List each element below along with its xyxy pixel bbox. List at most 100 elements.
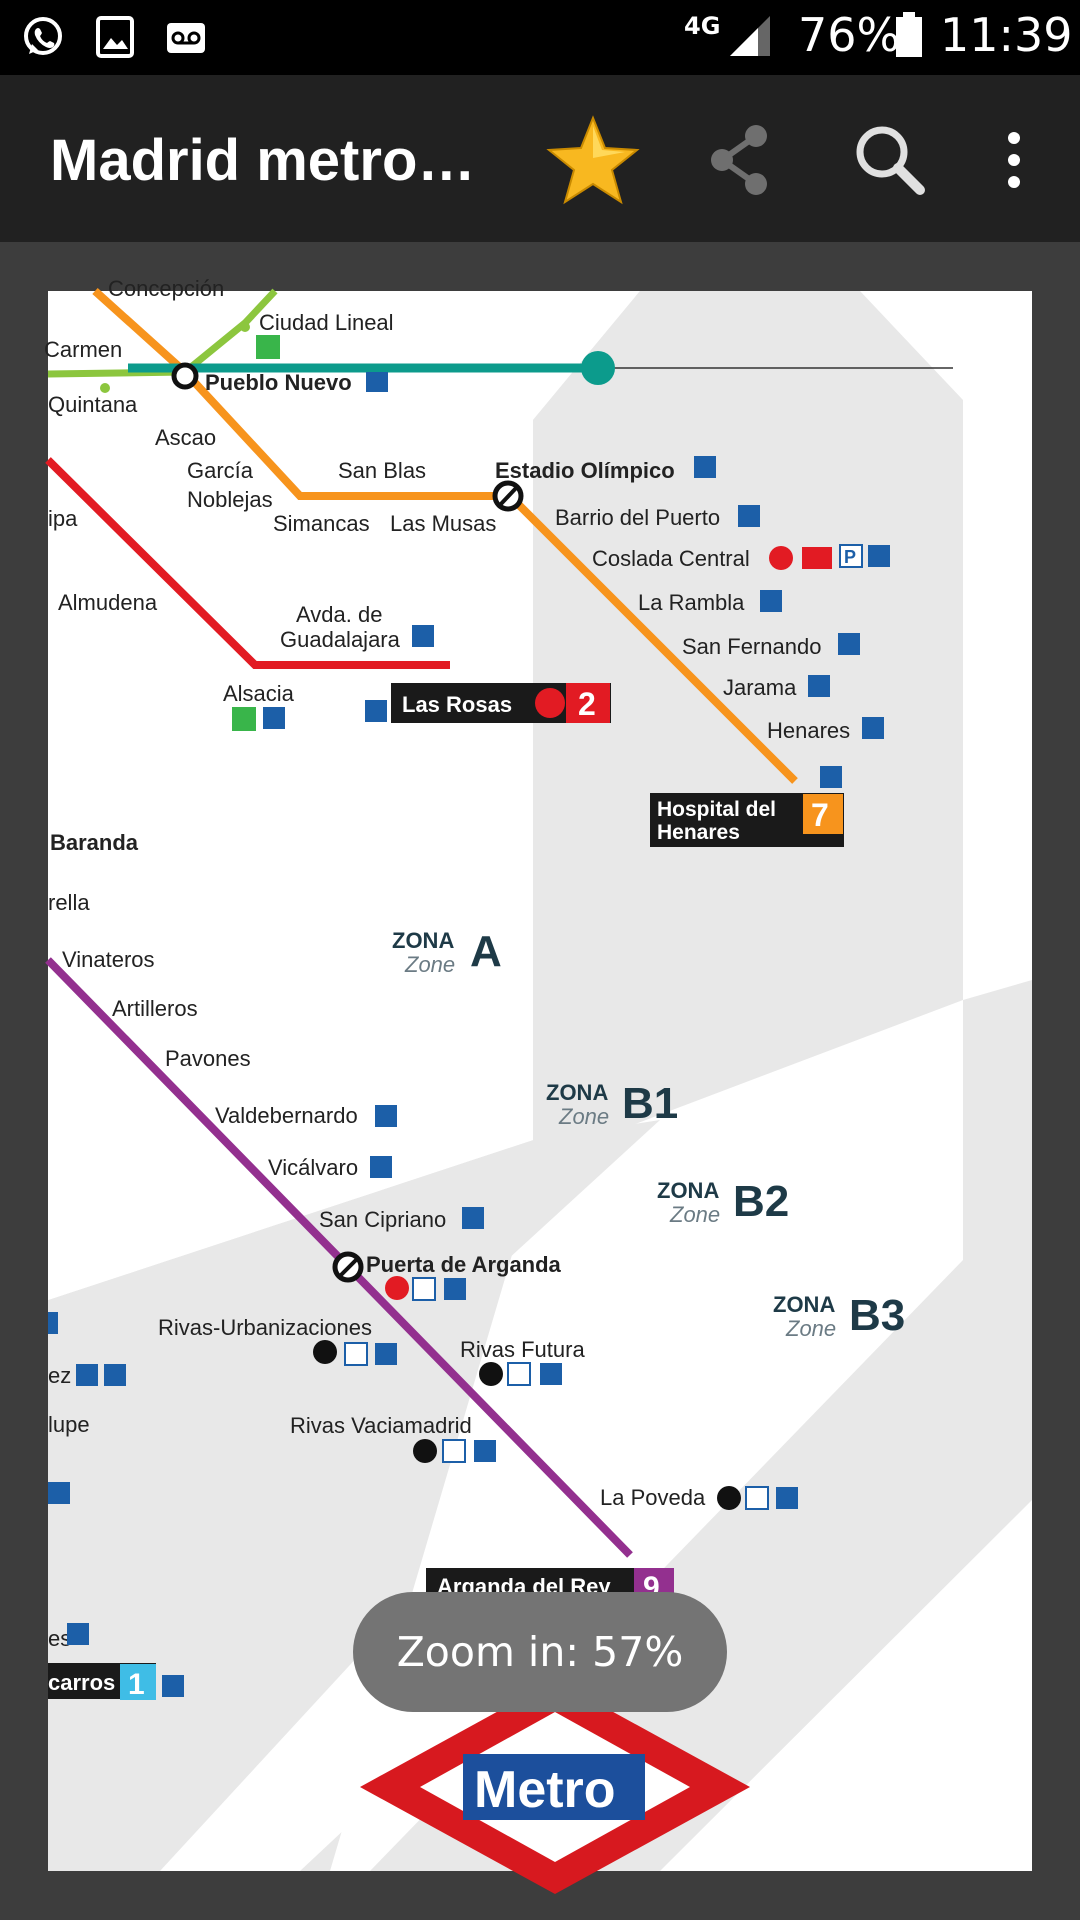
bus-icon [256, 335, 280, 359]
station-san-blas: San Blas [338, 458, 426, 483]
overflow-menu-icon [1008, 132, 1020, 188]
accessible-icon [162, 1675, 184, 1697]
zoom-toast-text: Zoom in: 57% [396, 1628, 684, 1676]
station-concepcion: Concepción [108, 276, 224, 301]
teal-line-handle[interactable] [581, 351, 615, 385]
line2-badge [566, 683, 610, 723]
station-valdebernardo: Valdebernardo [215, 1103, 358, 1128]
station-coslada-central: Coslada Central [592, 546, 750, 571]
voicemail-icon [166, 22, 206, 59]
accessible-icon [366, 372, 388, 392]
orange-line-7 [92, 288, 798, 784]
station-ciudad-lineal: Ciudad Lineal [259, 310, 394, 335]
favorite-button[interactable] [538, 105, 648, 215]
station-ez: ez [48, 1363, 71, 1388]
station-san-fernando: San Fernando [682, 634, 821, 659]
zone-b2-letter: B2 [733, 1177, 789, 1226]
station-rivas-vaciamadrid: Rivas Vaciamadrid [290, 1413, 472, 1438]
accessible-icon [694, 456, 716, 478]
accessible-icon [67, 1623, 89, 1645]
accessible-icon [412, 625, 434, 647]
station-dot [240, 322, 250, 332]
interchange-slash [498, 485, 519, 507]
station-rella: rella [48, 890, 90, 915]
accessible-icon [375, 1105, 397, 1127]
station-la-rambla: La Rambla [638, 590, 745, 615]
station-lupe: lupe [48, 1412, 90, 1437]
search-icon [856, 126, 925, 195]
app-bar: Madrid metro… [0, 75, 1080, 242]
zone-b1-zona: ZONA [546, 1080, 608, 1105]
status-bar: 4G 76% 11:39 [0, 0, 1080, 75]
station-carros: carros [48, 1670, 115, 1695]
station-avda-de: Avda. de [296, 602, 382, 627]
zone-b1-letter: B1 [622, 1079, 678, 1128]
station-ascao: Ascao [155, 425, 216, 450]
network-type: 4G [684, 12, 721, 40]
zoom-toast: Zoom in: 57% [353, 1592, 727, 1712]
accessible-icon [738, 505, 760, 527]
station-las-musas: Las Musas [390, 511, 496, 536]
zone-outer-area [860, 291, 1032, 1020]
zone-a-zona: ZONA [392, 928, 454, 953]
accessible-icon [48, 1312, 58, 1334]
line2-number: 2 [578, 686, 596, 722]
accessible-icon [862, 717, 884, 739]
station-hospital-del: Hospital del [657, 798, 776, 821]
gallery-icon [96, 16, 134, 63]
accessible-icon [760, 590, 782, 612]
star-icon [546, 115, 640, 205]
station-barrio-del-puerto: Barrio del Puerto [555, 505, 720, 530]
accessible-icon [776, 1487, 798, 1509]
accessible-icon [104, 1364, 126, 1386]
accessible-icon [370, 1156, 392, 1178]
accessible-icon [263, 707, 285, 729]
interchange-slash [338, 1257, 359, 1278]
line1-number: 1 [128, 1668, 145, 1701]
zone-b3-area [370, 980, 1032, 1871]
zone-b1-lower [48, 1120, 660, 1680]
accessible-icon [540, 1363, 562, 1385]
station-pueblo-nuevo: Pueblo Nuevo [205, 370, 352, 395]
overflow-menu-button[interactable] [959, 105, 1069, 215]
station-es: es [48, 1626, 71, 1651]
green-line [47, 288, 278, 378]
zone-b2-zona: ZONA [657, 1178, 719, 1203]
station-henares: Henares [767, 718, 850, 743]
station-henares-terminus: Henares [657, 821, 740, 844]
accessible-icon [868, 545, 890, 567]
parking-label: P [844, 547, 856, 567]
zone-b1-upper [533, 291, 963, 1140]
station-alsacia: Alsacia [223, 681, 295, 706]
zone-a-zone: Zone [404, 952, 455, 977]
station-san-cipriano: San Cipriano [319, 1207, 446, 1232]
station-estadio-olimpico: Estadio Olímpico [495, 458, 675, 483]
station-rivas-futura: Rivas Futura [460, 1337, 585, 1362]
zone-b3-letter: B3 [849, 1291, 905, 1340]
cercanias-red-icon [385, 1276, 409, 1300]
search-button[interactable] [835, 105, 945, 215]
line1-badge [120, 1664, 156, 1700]
zone-a-letter: A [470, 927, 502, 976]
station-guadalajara-label: Guadalajara [280, 627, 401, 652]
share-icon [711, 125, 767, 195]
share-button[interactable] [685, 105, 795, 215]
station-vinateros: Vinateros [62, 947, 155, 972]
accessible-icon [808, 675, 830, 697]
station-dot [100, 383, 110, 393]
page-title: Madrid metro… [50, 128, 476, 193]
zone-labels: ZONA Zone A ZONA Zone B1 ZONA Zone B2 ZO… [392, 927, 905, 1341]
station-almudena: Almudena [58, 590, 158, 615]
metro-logo: Metro [360, 1680, 750, 1894]
bus-station-icon [802, 547, 832, 569]
accessible-icon [444, 1278, 466, 1300]
station-ipa: ipa [48, 506, 78, 531]
station-carmen: Carmen [44, 337, 122, 362]
zone-b3-zone: Zone [785, 1316, 836, 1341]
accessible-icon [462, 1207, 484, 1229]
station-vicalvaro: Vicálvaro [268, 1155, 358, 1180]
metro-logo-text: Metro [474, 1761, 616, 1819]
zone-b2-zone: Zone [669, 1202, 720, 1227]
station-quintana: Quintana [48, 392, 138, 417]
whatsapp-icon [20, 14, 66, 65]
